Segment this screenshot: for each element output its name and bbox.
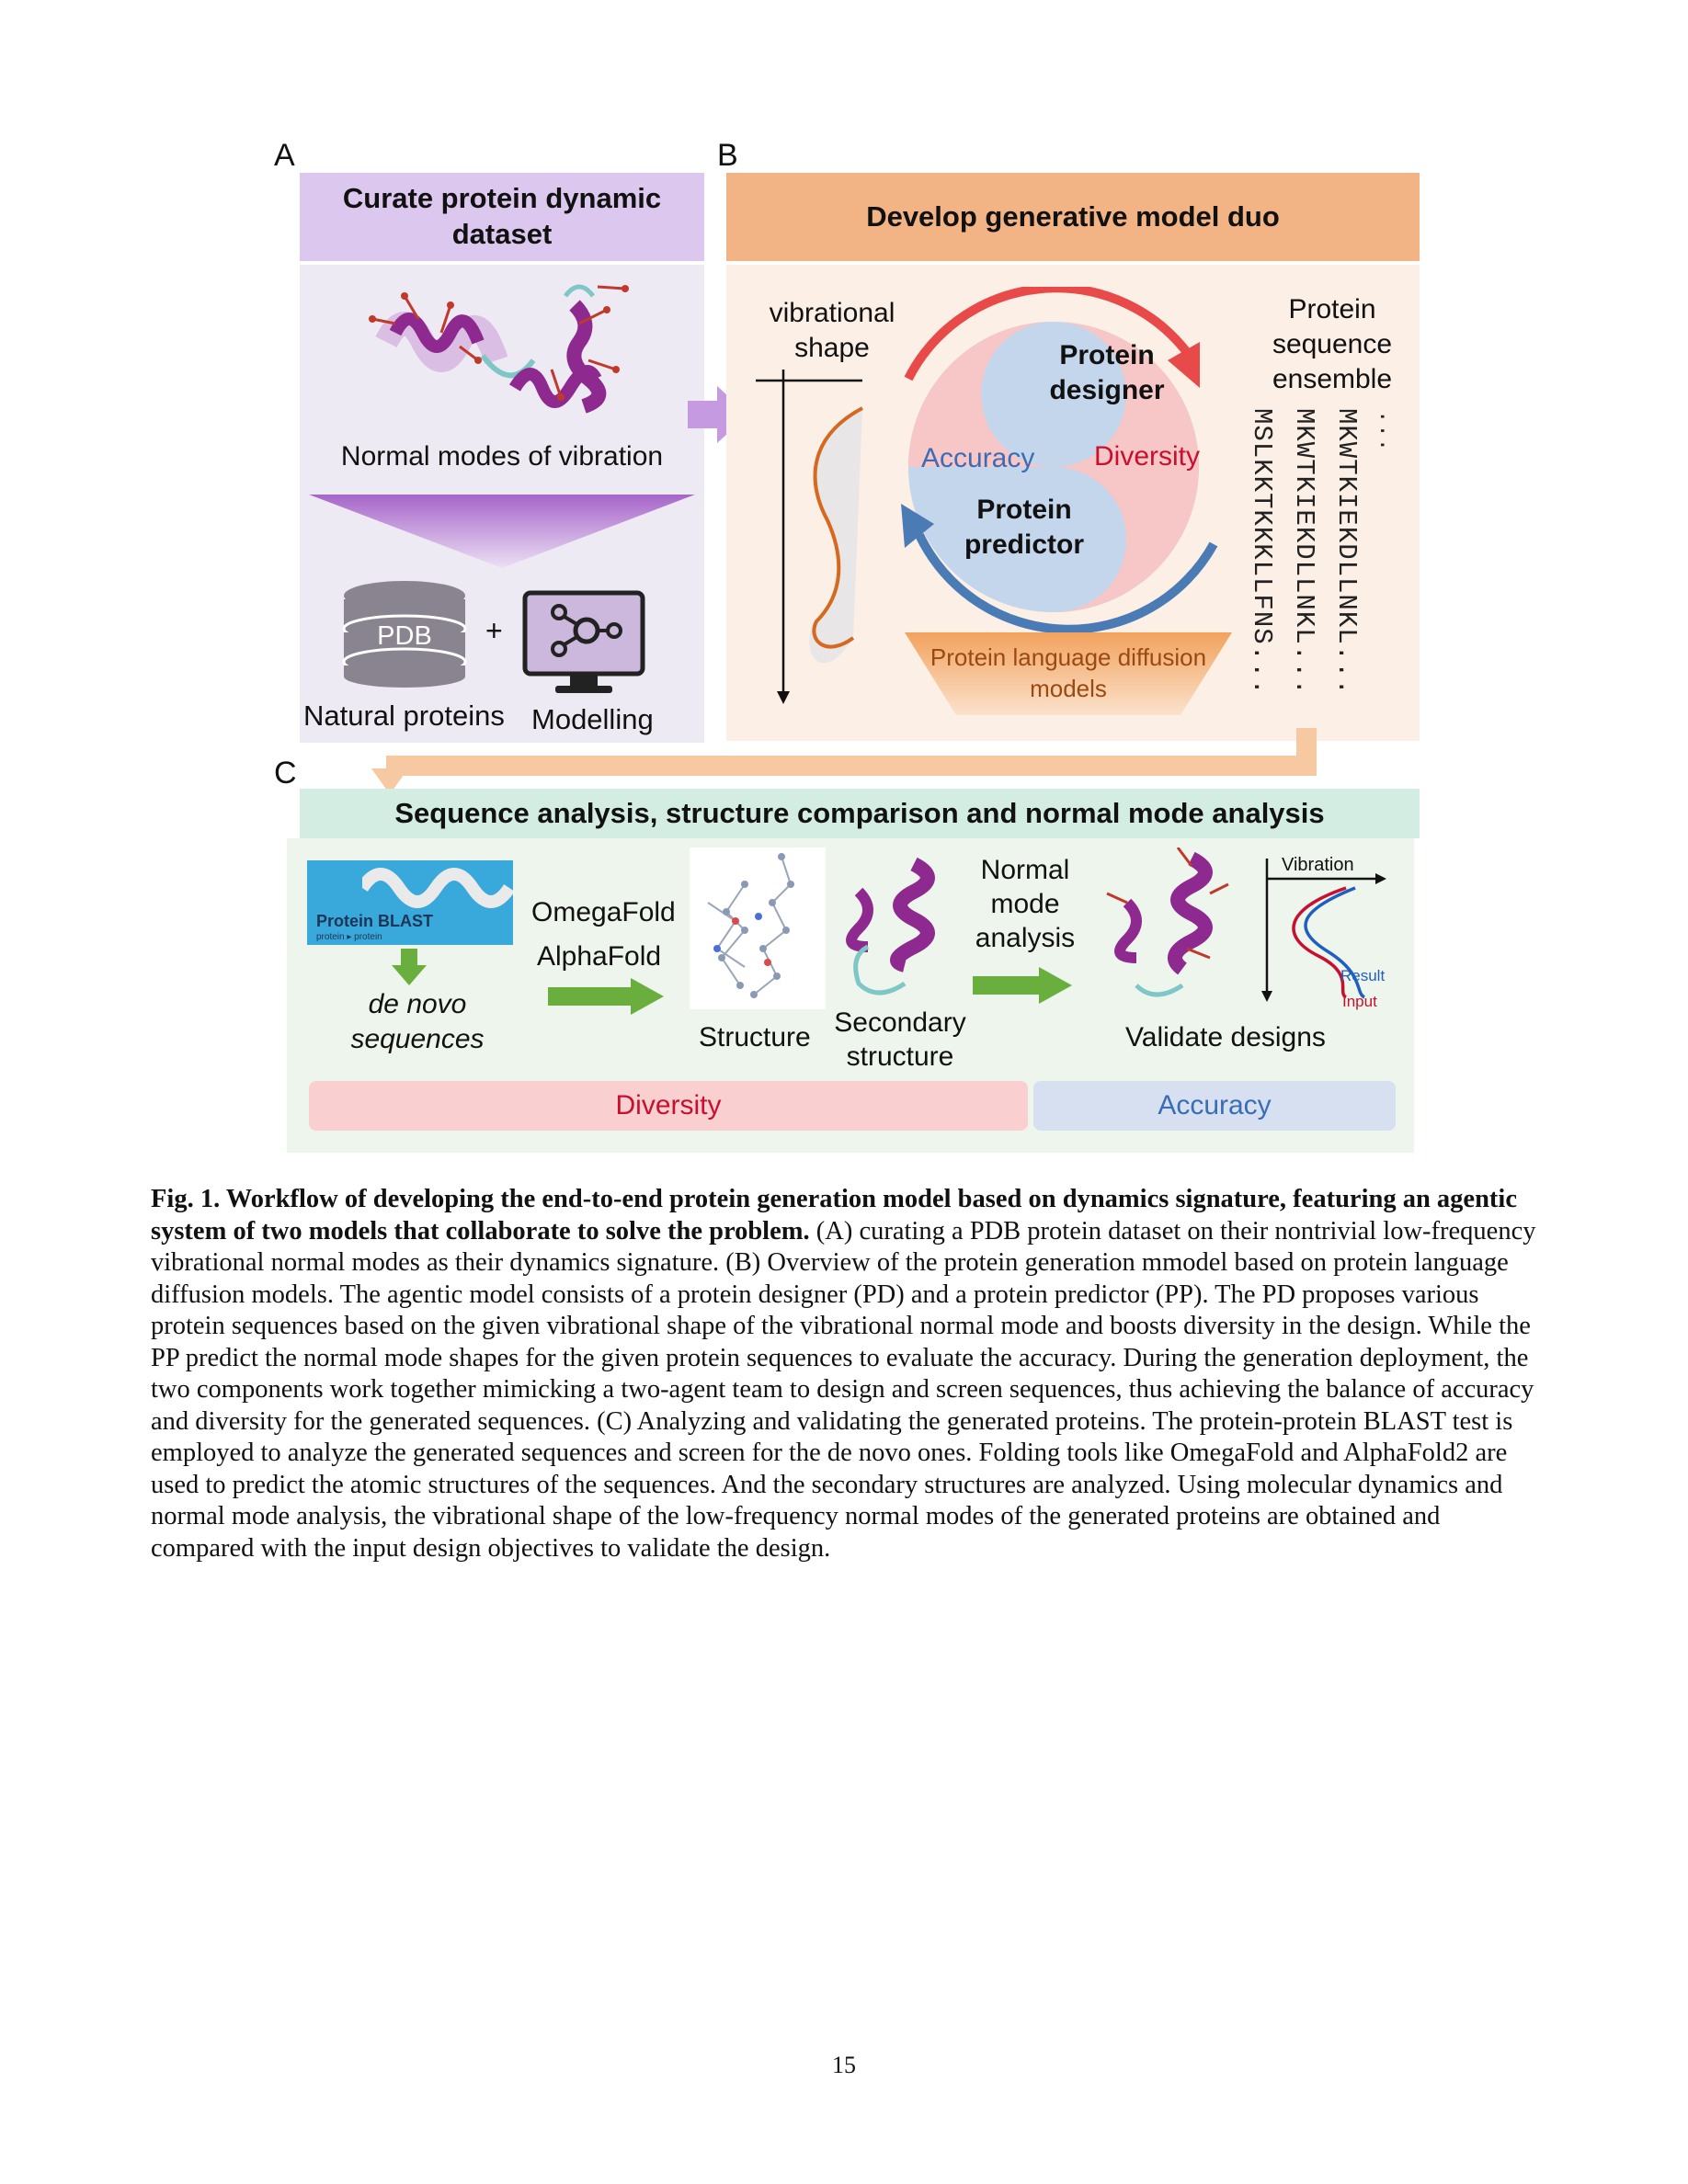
vibrational-shape-label: vibrational shape: [769, 298, 895, 363]
sequence-ensemble-label: Protein sequence ensemble: [1272, 294, 1393, 394]
de-novo-sequences-label: de novo sequences: [350, 989, 485, 1054]
sequence-3: MSLKKTKKKLLFNS...: [1247, 408, 1277, 696]
sequence-2: MKWTKIEKDLLNKL...: [1289, 408, 1319, 696]
blast-subtitle: protein ▸ protein: [316, 932, 382, 942]
secondary-structure-label: Secondary structure: [834, 1007, 966, 1072]
panel-a-title: Curate protein dynamic dataset: [300, 173, 704, 261]
blast-helix-graphic: [362, 868, 513, 908]
protein-predictor-label: Protein predictor: [964, 495, 1085, 560]
green-arrow-fold: [548, 978, 664, 1015]
panel-a-letter: A: [274, 138, 295, 173]
diffusion-models-label: Protein language diffusion models: [930, 643, 1207, 702]
blast-title: Protein BLAST: [316, 912, 434, 930]
designer-predictor-duo: [901, 287, 1218, 634]
protein-designer-label: Protein designer: [1049, 340, 1165, 405]
caption-text: (A) curating a PDB protein dataset on th…: [151, 1216, 1536, 1563]
diversity-label: Diversity: [1094, 441, 1201, 472]
arrow-b-to-c: [371, 728, 1317, 794]
down-arrow-blast: [392, 949, 427, 985]
panel-b-letter: B: [717, 138, 738, 173]
accuracy-label: Accuracy: [921, 443, 1035, 473]
normal-mode-analysis-label: Normal mode analysis: [975, 855, 1076, 953]
vibration-comparison-plot: [1261, 859, 1386, 1002]
pdb-database-icon: [342, 581, 467, 688]
result-legend: Result: [1340, 967, 1386, 984]
omegafold-label: OmegaFold: [531, 897, 676, 927]
structure-label: Structure: [699, 1022, 811, 1052]
arrow-a-to-b: [688, 386, 748, 443]
accuracy-bar: Accuracy: [1033, 1081, 1396, 1131]
funnel-shape: [309, 495, 695, 568]
figure-caption: Fig. 1. Workflow of developing the end-t…: [151, 1184, 1541, 1564]
modelling-label: Modelling: [531, 703, 654, 735]
panel-c-title: Sequence analysis, structure comparison …: [300, 789, 1420, 838]
diffusion-models-trapezoid: [905, 632, 1232, 715]
sequence-ellipsis: ...: [1374, 410, 1398, 453]
vibration-axis-label: Vibration: [1282, 855, 1354, 875]
caption-bold: Fig. 1. Workflow of developing the end-t…: [151, 1185, 1517, 1246]
panel-b-title: Develop generative model duo: [726, 173, 1420, 261]
input-legend: Input: [1342, 993, 1377, 1010]
plus-sign: +: [485, 614, 503, 647]
normal-modes-label: Normal modes of vibration: [340, 441, 664, 472]
page-number: 15: [832, 2052, 856, 2078]
validate-designs-label: Validate designs: [1125, 1022, 1326, 1052]
pdb-label: PDB: [377, 621, 432, 651]
secondary-structure-image: [846, 857, 935, 995]
validated-protein-image: [1106, 847, 1229, 997]
natural-proteins-label: Natural proteins: [303, 700, 505, 732]
structure-image: [690, 847, 826, 1009]
green-arrow-nma: [973, 967, 1072, 1004]
alphafold-label: AlphaFold: [537, 941, 662, 972]
panel-c-letter: C: [274, 756, 297, 791]
modelling-computer-icon: [522, 590, 645, 693]
protein-blast-image: Protein BLAST protein ▸ protein: [307, 860, 513, 945]
normal-modes-illustration: [369, 284, 629, 414]
diversity-bar: Diversity: [309, 1081, 1028, 1131]
sequence-1: MKWTKIEKDLLNKL...: [1331, 408, 1362, 696]
vibrational-shape-plot: [756, 370, 863, 704]
